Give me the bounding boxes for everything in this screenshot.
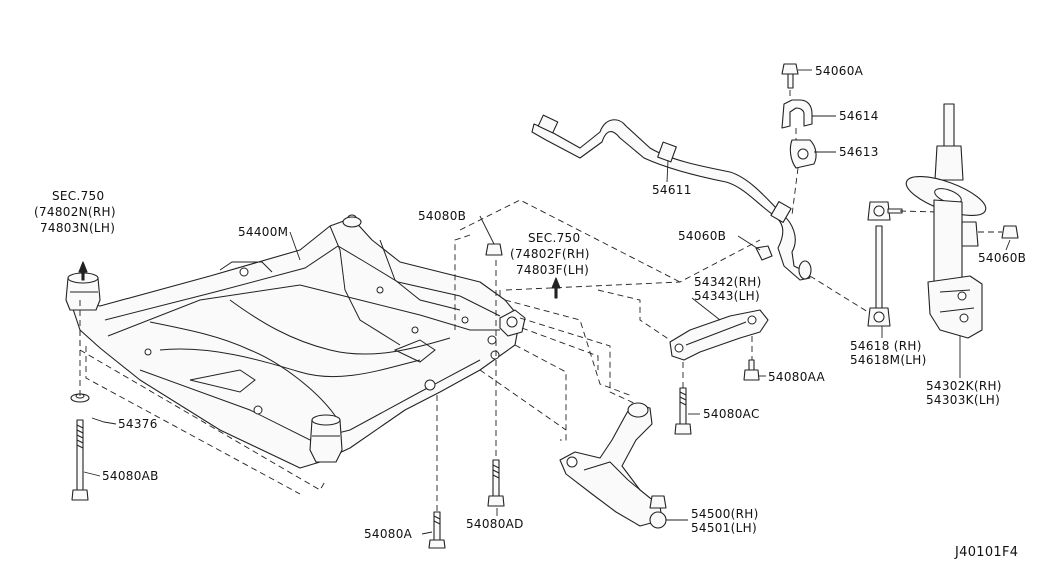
- subframe-outline-right: [454, 234, 501, 330]
- nut-54080B-top: [485, 243, 503, 256]
- label-54343: 54343(LH): [694, 289, 760, 303]
- label-54618: 54618 (RH): [850, 339, 922, 353]
- stabilizer-bar-54611: [531, 114, 812, 281]
- label-54500: 54500(RH): [691, 507, 759, 521]
- bolt-54080AA: [743, 359, 760, 381]
- label-54618M: 54618M(LH): [850, 353, 927, 367]
- label-54613: 54613: [839, 145, 879, 159]
- nut-54060B-right: [1001, 225, 1019, 239]
- label-54080AD: 54080AD: [466, 517, 524, 531]
- front-subframe: [65, 214, 526, 469]
- leader-lines: [83, 69, 1011, 535]
- label-54060B-right: 54060B: [978, 251, 1026, 265]
- sec-ref-n-line2: (74802N(RH): [34, 205, 116, 219]
- label-54080B-top: 54080B: [418, 209, 466, 223]
- label-54342: 54342(RH): [694, 275, 762, 289]
- label-54060B-left: 54060B: [678, 229, 726, 243]
- section-ref-750-n: SEC.750 (74802N(RH) 74803N(LH): [34, 189, 116, 235]
- label-54501: 54501(LH): [691, 521, 757, 535]
- sec-ref-f-line1: SEC.750: [528, 231, 580, 245]
- bolt-54080AB: [71, 419, 89, 501]
- section-ref-750-f: SEC.750 (74802F(RH) 74803F(LH): [510, 231, 590, 277]
- sec-ref-n-line3: 74803N(LH): [40, 221, 115, 235]
- subframe-outline-bottom: [85, 346, 301, 495]
- stabilizer-link-54618: [867, 201, 903, 327]
- lower-control-arm-54500: [559, 402, 667, 529]
- strut-assembly-54302K: [905, 103, 987, 339]
- label-54080AB: 54080AB: [102, 469, 159, 483]
- sec-ref-f-line2: (74802F(RH): [510, 247, 590, 261]
- bolt-54080AC: [674, 387, 692, 435]
- bolt-54060A: [781, 63, 799, 89]
- arrow-sec750-f: [551, 277, 561, 299]
- diagram-code: J40101F4: [954, 545, 1018, 560]
- label-54376: 54376: [118, 417, 158, 431]
- label-54614: 54614: [839, 109, 879, 123]
- label-54080AA: 54080AA: [768, 370, 826, 384]
- nut-54060B-left: [755, 245, 773, 261]
- sec-ref-f-line3: 74803F(LH): [516, 263, 589, 277]
- clamp-54614: [781, 99, 813, 129]
- bolt-54080A: [428, 511, 446, 549]
- label-54611: 54611: [652, 183, 692, 197]
- bracket-54342: [669, 309, 769, 361]
- label-54302K: 54302K(RH): [926, 379, 1002, 393]
- label-54060A: 54060A: [815, 64, 864, 78]
- label-54400M: 54400M: [238, 225, 288, 239]
- label-54303K: 54303K(LH): [926, 393, 1000, 407]
- sec-ref-n-line1: SEC.750: [52, 189, 104, 203]
- bolt-54080AD: [487, 459, 505, 507]
- arrow-sec750-n: [78, 261, 88, 281]
- label-54080A: 54080A: [364, 527, 413, 541]
- arm-outline-upper: [479, 239, 761, 441]
- bushing-54613: [789, 139, 817, 169]
- label-54080AC: 54080AC: [703, 407, 760, 421]
